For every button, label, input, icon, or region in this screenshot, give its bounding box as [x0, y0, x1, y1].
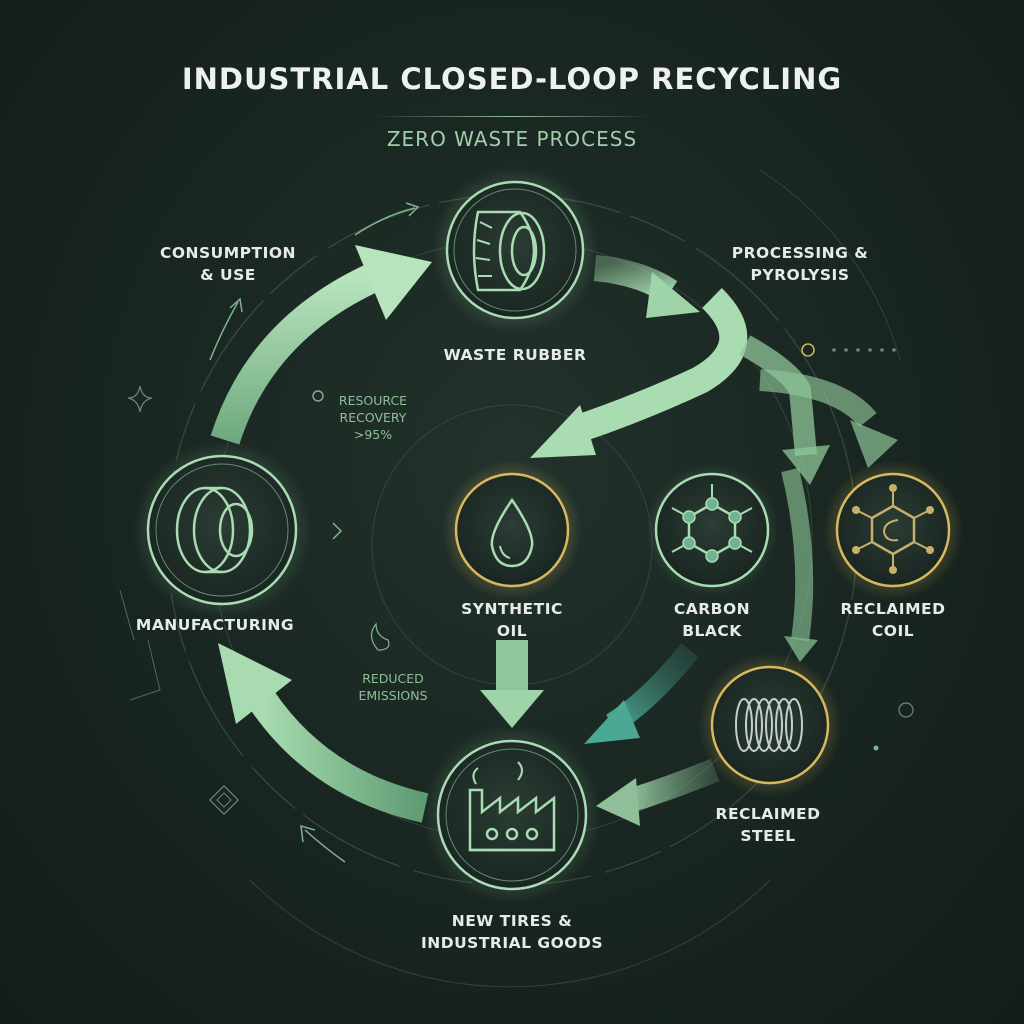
arrowhead-to-steel	[784, 636, 818, 662]
decorations	[119, 343, 914, 815]
tire-stack-icon	[175, 486, 254, 574]
node-carbon-black	[646, 464, 778, 596]
label-waste-rubber: WASTE RUBBER	[443, 346, 587, 364]
label-synthetic-oil: SYNTHETIC OIL	[461, 600, 563, 640]
arrowhead-to-coil	[850, 420, 898, 468]
molecule-icon	[671, 484, 753, 563]
node-reclaimed-coil	[823, 460, 963, 600]
factory-icon	[468, 761, 556, 852]
arrow-oil-to-goods	[480, 640, 544, 728]
label-processing: PROCESSING & PYROLYSIS	[731, 244, 869, 284]
label-reclaimed-coil: RECLAIMED COIL	[840, 600, 946, 640]
arrowhead-to-oil	[530, 405, 596, 458]
label-reclaimed-steel: RECLAIMED STEEL	[715, 805, 821, 845]
node-waste-rubber	[431, 166, 599, 334]
note-reduced-emissions: REDUCED EMISSIONS	[358, 671, 428, 703]
arrowhead-to-carbon	[782, 445, 830, 485]
node-manufacturing	[132, 440, 312, 620]
label-carbon-black: CARBON BLACK	[673, 600, 751, 640]
processing-branches	[570, 288, 877, 642]
title-divider	[372, 116, 652, 117]
label-new-goods: NEW TIRES & INDUSTRIAL GOODS	[420, 912, 603, 952]
page-title: INDUSTRIAL CLOSED-LOOP RECYCLING	[181, 62, 843, 96]
node-reclaimed-steel	[698, 653, 842, 797]
label-consumption: CONSUMPTION & USE	[159, 244, 297, 284]
arrow-goods-to-manufacturing	[218, 643, 429, 823]
arrow-carbon-to-goods	[584, 643, 699, 744]
arrow-waste-to-processing	[593, 255, 700, 318]
node-synthetic-oil	[442, 460, 582, 600]
molecule-icon	[852, 484, 934, 574]
page-subtitle: ZERO WASTE PROCESS	[386, 127, 638, 151]
oil-drop-icon	[490, 497, 534, 568]
label-manufacturing: MANUFACTURING	[135, 616, 295, 634]
tire-icon	[472, 210, 546, 292]
node-new-goods	[422, 725, 602, 905]
arrow-steel-to-goods	[596, 758, 720, 826]
ring-small-arrows	[209, 202, 420, 863]
steel-coil-icon	[735, 698, 803, 752]
arrow-manufacturing-to-waste	[210, 245, 432, 445]
note-resource-recovery: RESOURCE RECOVERY >95%	[338, 393, 408, 442]
